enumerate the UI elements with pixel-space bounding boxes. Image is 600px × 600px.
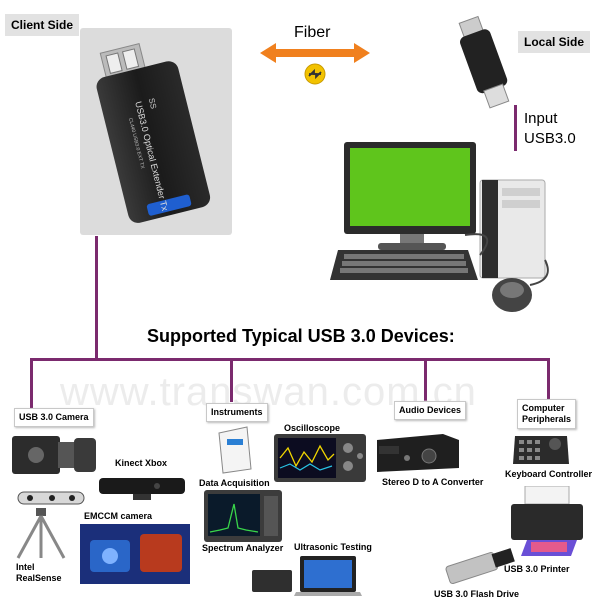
realsense-label-line2: RealSense bbox=[16, 573, 62, 583]
usb3-camera-image bbox=[12, 436, 96, 474]
category-audio-devices: Audio Devices bbox=[394, 401, 467, 420]
branch-audio bbox=[424, 358, 427, 402]
input-label: Input bbox=[524, 110, 558, 127]
desktop-computer-image bbox=[330, 142, 549, 312]
keyboard-controller-label: Keyboard Controller bbox=[505, 469, 593, 479]
device-ss-logo: SS bbox=[147, 97, 158, 110]
input-separator bbox=[514, 105, 517, 151]
category-computer-line1: Computer bbox=[522, 403, 565, 413]
data-acquisition-label: Data Acquisition bbox=[199, 478, 270, 488]
emccm-camera-image bbox=[80, 524, 190, 584]
ultrasonic-testing-image bbox=[252, 556, 362, 596]
category-usb-camera: USB 3.0 Camera bbox=[14, 408, 94, 427]
category-computer-line2: Peripherals bbox=[522, 414, 572, 424]
usb3-printer-label: USB 3.0 Printer bbox=[504, 564, 570, 574]
input-usb-label: USB3.0 bbox=[524, 130, 576, 147]
oscilloscope-image bbox=[274, 434, 366, 482]
usb3-flash-drive-label: USB 3.0 Flash Drive bbox=[434, 589, 520, 599]
client-device-panel: USB3.0 Optical Extender Tx CL440 USB3.0 … bbox=[80, 28, 232, 235]
stereo-dac-image bbox=[377, 434, 459, 472]
branch-computer bbox=[547, 358, 550, 400]
usb3-flash-drive-image bbox=[445, 548, 515, 585]
ultrasonic-testing-label: Ultrasonic Testing bbox=[294, 542, 372, 552]
realsense-bar-image bbox=[17, 491, 85, 505]
kinect-xbox-image bbox=[99, 478, 185, 500]
kinect-xbox-label: Kinect Xbox bbox=[115, 458, 168, 468]
tripod-image bbox=[16, 508, 66, 559]
fiber-link-icon bbox=[304, 63, 326, 85]
spectrum-analyzer-label: Spectrum Analyzer bbox=[202, 543, 284, 553]
emccm-camera-label: EMCCM camera bbox=[84, 511, 153, 521]
usb-optical-extender-image: USB3.0 Optical Extender Tx CL440 USB3.0 … bbox=[96, 42, 211, 223]
spectrum-analyzer-image bbox=[204, 490, 282, 542]
category-instruments: Instruments bbox=[206, 403, 268, 422]
oscilloscope-label: Oscilloscope bbox=[284, 423, 341, 433]
branch-instruments bbox=[230, 358, 233, 402]
client-side-label: Client Side bbox=[5, 14, 80, 36]
branch-camera bbox=[30, 358, 33, 408]
fiber-label: Fiber bbox=[294, 24, 331, 41]
local-side-label: Local Side bbox=[518, 31, 591, 53]
keyboard-controller-image bbox=[513, 436, 569, 464]
branch-bar bbox=[30, 358, 550, 361]
usb3-printer-image bbox=[511, 486, 583, 556]
fiber-double-arrow bbox=[260, 43, 370, 63]
data-acquisition-image bbox=[218, 426, 252, 474]
supported-devices-heading: Supported Typical USB 3.0 Devices: bbox=[147, 326, 455, 346]
stereo-dac-label: Stereo D to A Converter bbox=[382, 477, 484, 487]
realsense-label-line1: Intel bbox=[16, 562, 35, 572]
category-computer-peripherals: Computer Peripherals bbox=[517, 399, 577, 429]
local-usb-extender-image bbox=[458, 15, 510, 109]
connector-main bbox=[95, 236, 98, 360]
